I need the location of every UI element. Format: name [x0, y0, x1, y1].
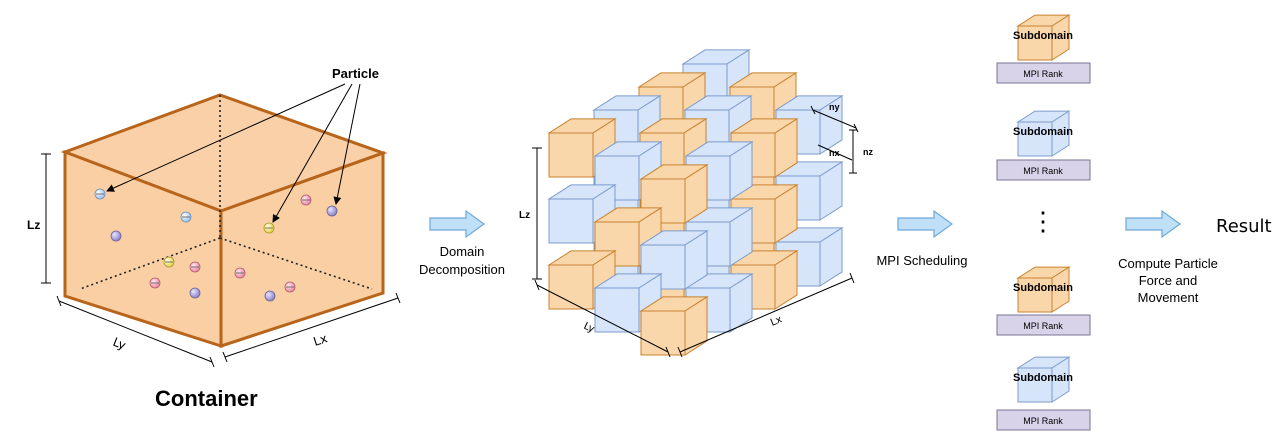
particle: [189, 287, 201, 299]
mpi-rank-box: [996, 62, 1091, 84]
particle-pointer: [333, 83, 361, 205]
container-title: Container: [155, 386, 258, 411]
domain-decomposition-label-1: Domain: [440, 244, 485, 259]
subdomain-blue-cube: [1016, 356, 1071, 403]
grid-dimension-ly: Ly: [534, 279, 671, 358]
container-lx-label: Lx: [312, 331, 329, 349]
particle: [284, 281, 296, 293]
compute-label-1: Compute Particle: [1118, 256, 1218, 271]
subdomain-label: Subdomain: [1013, 282, 1073, 294]
result-label: Result: [1216, 216, 1272, 237]
domain-decomposition-label-2: Decomposition: [419, 262, 505, 277]
blue-cube: [593, 273, 663, 333]
orange-cube: [639, 296, 709, 356]
particle: [189, 261, 201, 273]
particle: [94, 188, 106, 200]
container-lz-label: Lz: [27, 218, 40, 232]
flow-arrow-1: [429, 209, 486, 239]
container-box: [60, 93, 388, 349]
subdomain-label: Subdomain: [1013, 126, 1073, 138]
particle: [300, 194, 312, 206]
grid-ly-label: Ly: [582, 321, 596, 335]
grid-dimension-nz: nz: [849, 129, 873, 174]
flow-arrow-3: [1125, 209, 1182, 239]
subdomain-orange-cube: [1016, 266, 1071, 313]
particle: [263, 222, 275, 234]
grid-dimension-ny: ny: [810, 102, 859, 133]
mpi-rank-label: MPI Rank: [1023, 166, 1063, 176]
particle: [149, 277, 161, 289]
container-ly-label: Ly: [111, 335, 128, 353]
particle-label: Particle: [332, 66, 379, 81]
decomposed-grid: nx: [547, 49, 853, 356]
particle-pointer: [272, 83, 353, 223]
particle: [234, 267, 246, 279]
compute-label-2: Force and: [1139, 273, 1198, 288]
particle: [264, 290, 276, 302]
grid-nx-label: nx: [829, 148, 840, 158]
grid-ny-label: ny: [829, 102, 840, 112]
orange-cube: [729, 118, 799, 178]
grid-lx-label: Lx: [769, 314, 784, 329]
grid-nz-label: nz: [863, 147, 873, 157]
grid-dimension-lz: Lz: [519, 147, 542, 280]
dimension-ly: Ly: [56, 295, 215, 368]
grid-lz-label: Lz: [519, 210, 530, 221]
subdomain-orange-cube: [1016, 14, 1071, 61]
particle-pointer: [106, 83, 346, 192]
dimension-lx: Lx: [222, 292, 401, 363]
particle: [163, 256, 175, 268]
subdomain-blue-cube: [1016, 110, 1071, 157]
mpi-scheduling-label: MPI Scheduling: [876, 253, 967, 268]
flow-arrow-2: [897, 209, 954, 239]
grid-nx-dimension: [817, 144, 853, 161]
particle: [326, 205, 338, 217]
compute-label-3: Movement: [1138, 290, 1199, 305]
dimension-lz: Lz: [27, 153, 51, 284]
hidden-edge: [219, 237, 373, 290]
subdomain-label: Subdomain: [1013, 30, 1073, 42]
particle: [110, 230, 122, 242]
particle: [180, 211, 192, 223]
mpi-rank-box: [996, 314, 1091, 336]
grid-dimension-lx: Lx: [677, 272, 855, 358]
container-right-face: [219, 150, 385, 349]
mpi-rank-label: MPI Rank: [1023, 416, 1063, 426]
mpi-rank-box: [996, 409, 1091, 431]
mpi-rank-label: MPI Rank: [1023, 69, 1063, 79]
blue-cube: [547, 184, 617, 244]
mpi-rank-label: MPI Rank: [1023, 321, 1063, 331]
scheduling-ellipsis: ⋮: [1030, 206, 1056, 236]
particles: [94, 188, 338, 302]
mpi-rank-box: [996, 159, 1091, 181]
subdomain-label: Subdomain: [1013, 372, 1073, 384]
